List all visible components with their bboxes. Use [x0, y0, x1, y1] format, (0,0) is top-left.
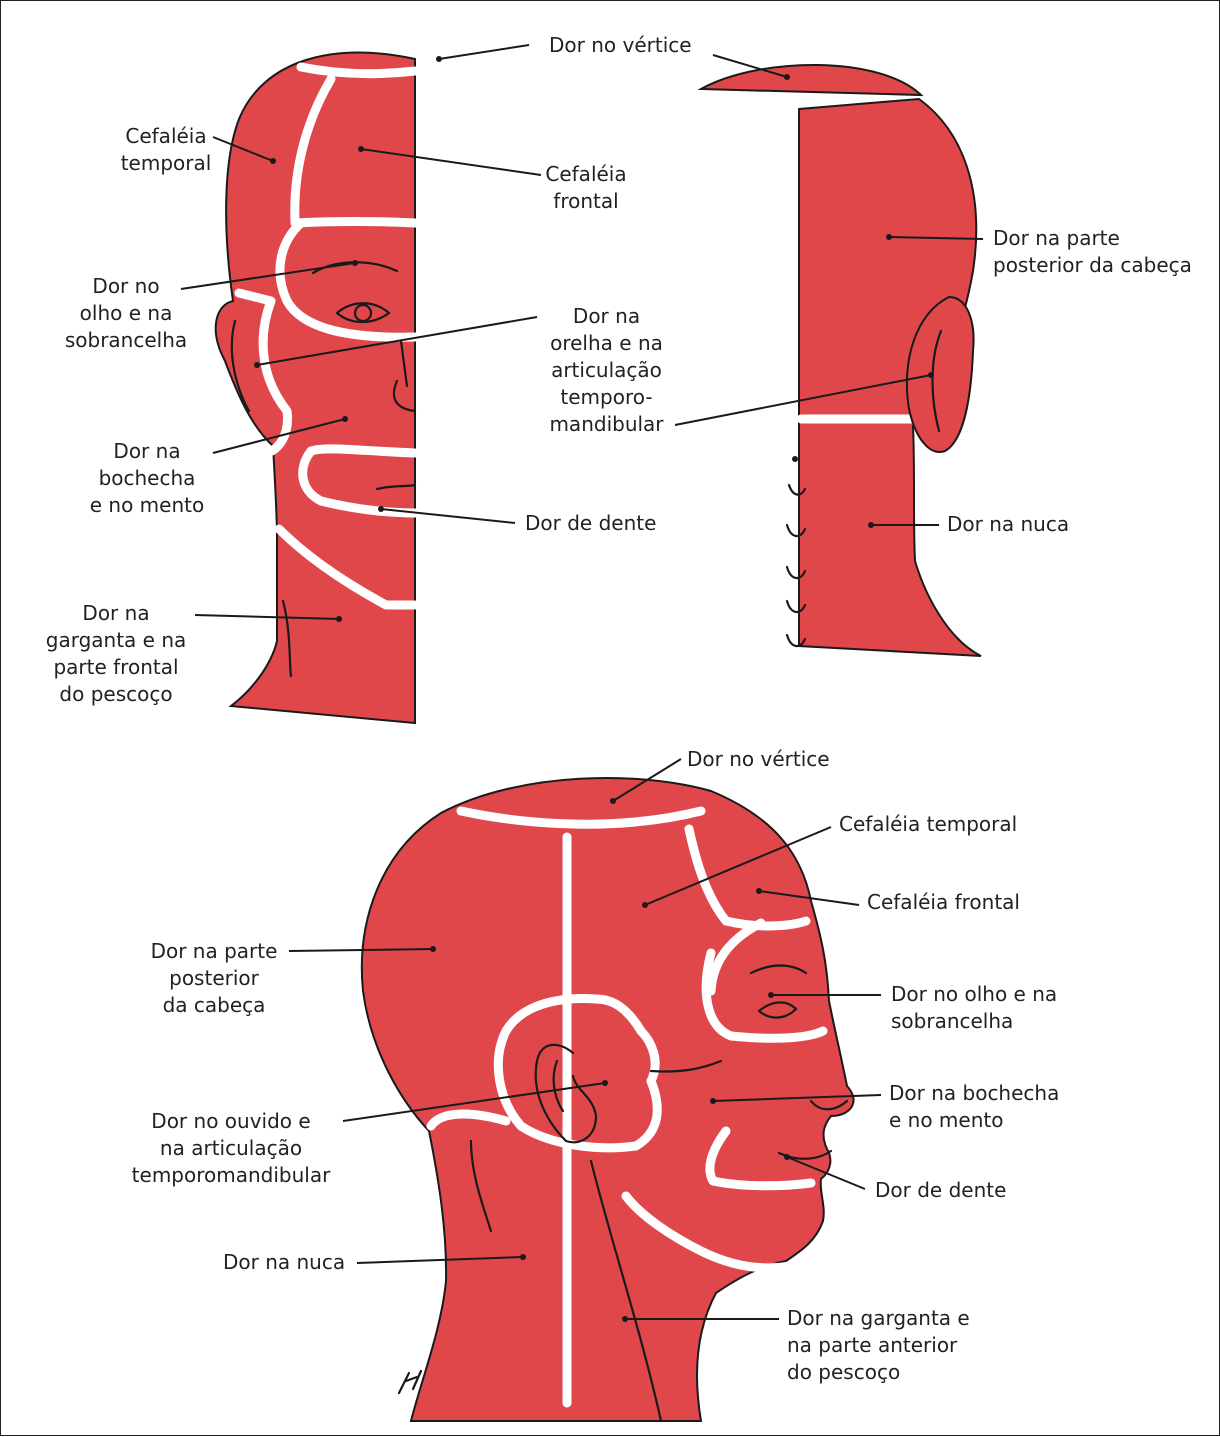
- back-nape-label: Dor na nuca: [947, 511, 1069, 538]
- front-temporal-label: Cefaléia temporal: [111, 123, 221, 177]
- side-nape-label: Dor na nuca: [223, 1249, 345, 1276]
- side-vertex-label: Dor no vértice: [687, 746, 830, 773]
- front-tooth-label: Dor de dente: [525, 510, 656, 537]
- back-view-head: [701, 65, 981, 656]
- front-throat-label: Dor na garganta e na parte frontal do pe…: [41, 600, 191, 708]
- side-cheek-label: Dor na bochecha e no mento: [889, 1080, 1059, 1134]
- side-eye-label: Dor no olho e na sobrancelha: [891, 981, 1057, 1035]
- back-posterior-label: Dor na parte posterior da cabeça: [993, 225, 1192, 279]
- front-eye-label: Dor no olho e na sobrancelha: [41, 273, 211, 354]
- side-frontal-label: Cefaléia frontal: [867, 889, 1020, 916]
- front-vertex-label: Dor no vértice: [549, 32, 692, 59]
- side-posterior-label: Dor na parte posterior da cabeça: [141, 938, 287, 1019]
- side-temporal-label: Cefaléia temporal: [839, 811, 1017, 838]
- side-tooth-label: Dor de dente: [875, 1177, 1006, 1204]
- front-ear-tmj-label: Dor na orelha e na articulação temporo- …: [539, 303, 674, 438]
- front-frontal-label: Cefaléia frontal: [541, 161, 631, 215]
- front-cheek-label: Dor na bochecha e no mento: [79, 438, 215, 519]
- side-throat-label: Dor na garganta e na parte anterior do p…: [787, 1305, 970, 1386]
- side-ear-tmj-label: Dor no ouvido e na articulação temporoma…: [121, 1108, 341, 1189]
